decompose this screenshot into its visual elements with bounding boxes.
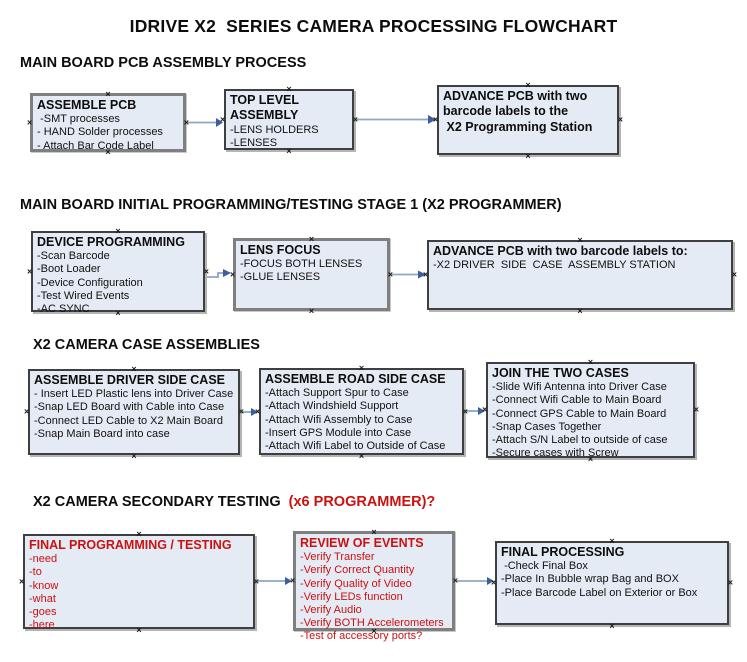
box-line: -LENSES (230, 136, 278, 149)
box-line: -here (29, 619, 55, 632)
box-assemble-road-side-case[interactable]: ASSEMBLE ROAD SIDE CASE -Attach Support … (255, 364, 468, 461)
box-title: ADVANCE PCB with two barcode labels to t… (443, 89, 593, 134)
box-line: -Device Configuration (37, 276, 143, 289)
box-line: - Insert LED Plastic lens into Driver Ca… (34, 388, 234, 401)
box-line: -Connect Wifi Cable to Main Board (492, 394, 662, 407)
box-line: -Verify BOTH Accelerometers (300, 617, 444, 630)
section-header-secondary-testing: X2 CAMERA SECONDARY TESTING (x6 PROGRAMM… (33, 494, 435, 510)
box-line: -Place Barcode Label on Exterior or Box (501, 586, 698, 599)
box-line: -X2 DRIVER SIDE CASE ASSEMBLY STATION (433, 259, 676, 272)
arrow-final-programming-to-review[interactable] (255, 574, 293, 588)
box-line: -Insert GPS Module into Case (265, 426, 412, 439)
box-title: FINAL PROGRAMMING / TESTING (29, 538, 232, 552)
box-line: -Attach Support Spur to Case (265, 387, 409, 400)
box-line: -FOCUS BOTH LENSES (240, 258, 363, 271)
box-advance-pcb-programming-station[interactable]: ADVANCE PCB with two barcode labels to t… (433, 81, 623, 161)
box-title: LENS FOCUS (240, 243, 321, 257)
connection-point-icon: × (609, 621, 615, 631)
box-line: -Scan Barcode (37, 250, 110, 263)
box-title: DEVICE PROGRAMMING (37, 235, 185, 249)
box-line: -Attach Wifi Assembly to Case (265, 413, 413, 426)
arrow-lens-focus-to-advance-pcb[interactable] (390, 268, 427, 282)
section-header-case-assemblies: X2 CAMERA CASE ASSEMBLIES (33, 337, 260, 353)
connection-point-icon: × (577, 306, 583, 316)
box-review-of-events[interactable]: REVIEW OF EVENTS -Verify Transfer-Verify… (290, 528, 458, 643)
box-line: -Check Final Box (501, 560, 588, 573)
arrow-review-to-final-processing[interactable] (455, 574, 495, 588)
box-top-level-assembly[interactable]: TOP LEVEL ASSEMBLY -LENS HOLDERS-LENSES … (220, 85, 358, 156)
box-line: -Connect GPS Cable to Main Board (492, 407, 667, 420)
box-line: - Attach Bar Code Label (37, 139, 154, 152)
box-title: REVIEW OF EVENTS (300, 536, 424, 550)
connection-point-icon: × (731, 269, 737, 280)
box-line: -Boot Loader (37, 263, 101, 276)
connection-point-icon: × (27, 117, 33, 127)
box-join-the-two-cases[interactable]: JOIN THE TWO CASES -Slide Wifi Antenna i… (482, 358, 699, 464)
box-advance-pcb-driver-side-station[interactable]: ADVANCE PCB with two barcode labels to: … (423, 236, 737, 316)
box-line: -Snap LED Board with Cable into Case (34, 401, 225, 414)
box-line: -Verify Correct Quantity (300, 564, 415, 577)
box-line: -Connect LED Cable to X2 Main Board (34, 414, 223, 427)
box-final-processing[interactable]: FINAL PROCESSING -Check Final Box-Place … (491, 537, 733, 631)
connection-point-icon: × (525, 151, 531, 161)
box-line: -Verify Audio (300, 604, 362, 616)
connection-point-icon: × (358, 451, 365, 461)
box-title: JOIN THE TWO CASES (492, 366, 629, 380)
box-title: ADVANCE PCB with two barcode labels to: (433, 244, 688, 258)
section-header-red-part: (x6 PROGRAMMER)? (284, 494, 436, 510)
box-assemble-pcb[interactable]: ASSEMBLE PCB -SMT processes- HAND Solder… (27, 90, 189, 157)
box-line: -AC SYNC (37, 303, 90, 315)
connection-point-icon: × (308, 306, 315, 316)
section-header-initial-programming: MAIN BOARD INITIAL PROGRAMMING/TESTING S… (20, 197, 562, 213)
arrow-assemble-pcb-to-top-level[interactable] (186, 116, 224, 129)
box-line: -GLUE LENSES (240, 271, 321, 284)
box-line: -Place In Bubble wrap Bag and BOX (501, 573, 679, 586)
box-line: -Test of accessory ports? (300, 630, 423, 643)
box-line: -what (29, 592, 56, 605)
arrow-road-side-to-join-cases[interactable] (464, 404, 486, 418)
box-title: ASSEMBLE PCB (37, 98, 137, 112)
box-line: -Attach Wifi Label to Outside of Case (265, 440, 446, 452)
connection-point-icon: × (27, 266, 33, 276)
connection-point-icon: × (617, 114, 623, 125)
box-line: -know (29, 579, 59, 592)
arrow-top-level-to-advance-pcb[interactable] (354, 113, 437, 126)
box-device-programming[interactable]: DEVICE PROGRAMMING -Scan Barcode-Boot Lo… (27, 227, 209, 318)
box-line: - HAND Solder processes (37, 126, 163, 139)
connection-point-icon: × (19, 576, 25, 586)
box-line: -Snap Cases Together (492, 420, 602, 433)
box-line: -to (29, 566, 42, 579)
box-line: -Test Wired Events (37, 289, 130, 302)
arrow-driver-side-to-road-side[interactable] (240, 405, 259, 419)
box-line: -Verify Quality of Video (300, 577, 412, 590)
box-final-programming-testing[interactable]: FINAL PROGRAMMING / TESTING -need-to-kno… (19, 530, 259, 635)
box-line: -Snap Main Board into case (34, 427, 170, 440)
connection-point-icon: × (24, 406, 30, 417)
box-line: -Verify LEDs function (300, 590, 403, 603)
box-line: -need (29, 553, 58, 566)
box-title: ASSEMBLE ROAD SIDE CASE (265, 372, 446, 386)
section-header-pcb-assembly: MAIN BOARD PCB ASSEMBLY PROCESS (20, 55, 307, 71)
box-line: -Attach S/N Label to outside of case (492, 434, 668, 446)
box-title: TOP LEVEL ASSEMBLY (230, 93, 302, 123)
connection-point-icon: × (727, 577, 733, 588)
box-line: -Attach Windshield Support (265, 400, 399, 413)
connection-point-icon: × (131, 451, 137, 461)
box-title: ASSEMBLE DRIVER SIDE CASE (34, 373, 226, 387)
box-line: -Secure cases with Screw (492, 447, 619, 460)
box-line: -SMT processes (37, 113, 120, 126)
page-title: IDRIVE X2 SERIES CAMERA PROCESSING FLOWC… (129, 16, 618, 36)
connection-point-icon: × (693, 404, 699, 415)
box-title: FINAL PROCESSING (501, 545, 625, 559)
box-line: -goes (29, 606, 57, 618)
box-line: -Verify Transfer (300, 551, 375, 564)
box-assemble-driver-side-case[interactable]: ASSEMBLE DRIVER SIDE CASE - Insert LED P… (24, 365, 244, 461)
box-lens-focus[interactable]: LENS FOCUS -FOCUS BOTH LENSES-GLUE LENSE… (230, 235, 393, 316)
section-header-black-part: X2 CAMERA SECONDARY TESTING (33, 494, 285, 510)
box-line: -Slide Wifi Antenna into Driver Case (492, 381, 667, 394)
box-line: -LENS HOLDERS (230, 123, 319, 136)
arrow-device-programming-to-lens-focus[interactable] (205, 268, 232, 282)
